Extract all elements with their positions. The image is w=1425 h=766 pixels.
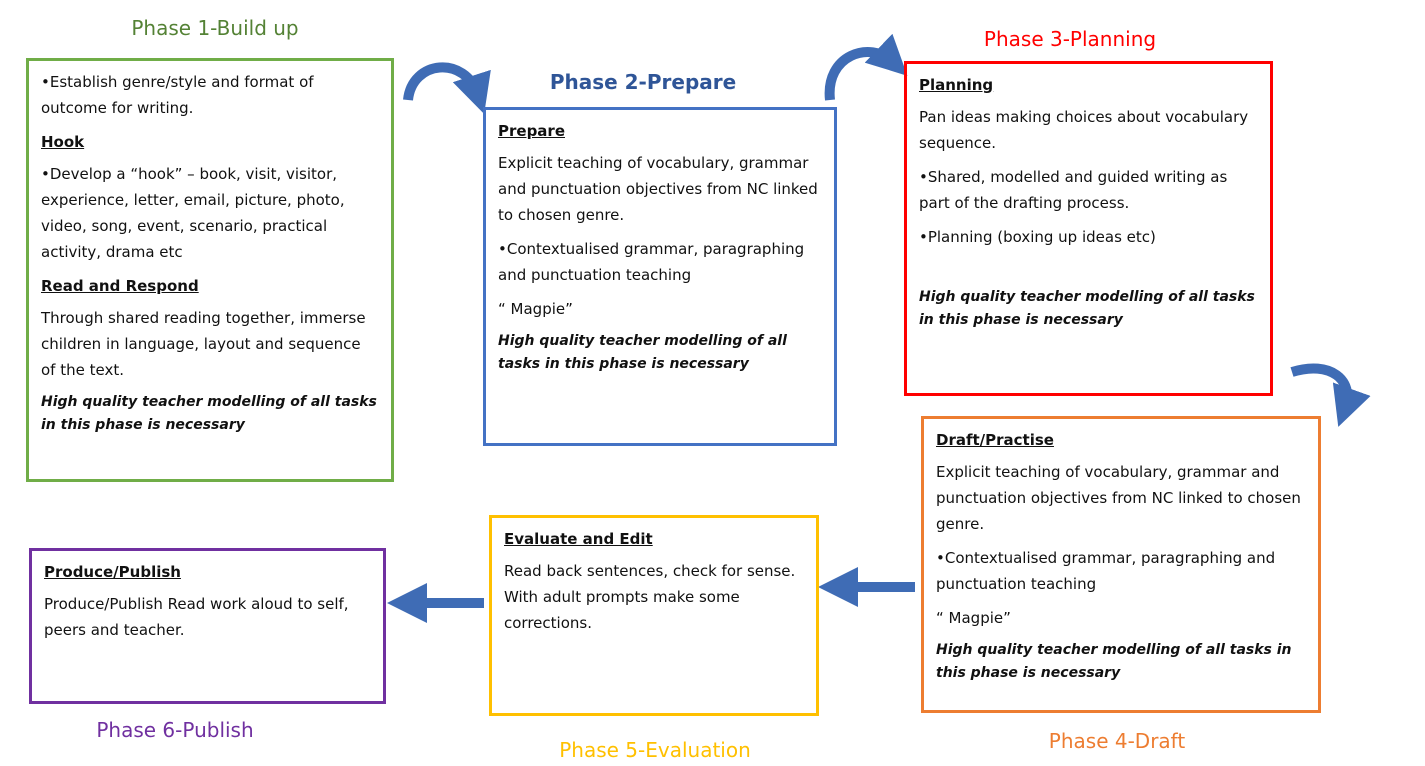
curved-arrow-2-to-3 xyxy=(824,33,908,101)
note: High quality teacher modelling of all ta… xyxy=(498,333,787,372)
text: Explicit teaching of vocabulary, grammar… xyxy=(936,463,1301,533)
text: •Contextualised grammar, paragraphing an… xyxy=(498,240,805,284)
phase-1-box: •Establish genre/style and format of out… xyxy=(26,58,394,482)
heading-evaluate: Evaluate and Edit xyxy=(504,530,653,548)
phase-2-box: Prepare Explicit teaching of vocabulary,… xyxy=(483,107,837,446)
note: High quality teacher modelling of all ta… xyxy=(936,642,1292,681)
text: Read back sentences, check for sense. Wi… xyxy=(504,562,796,632)
note: High quality teacher modelling of all ta… xyxy=(41,394,377,433)
phase-3-title: Phase 3-Planning xyxy=(983,27,1157,51)
text: “ Magpie” xyxy=(498,300,573,318)
phase-6-box: Produce/Publish Produce/Publish Read wor… xyxy=(29,548,386,704)
heading-planning: Planning xyxy=(919,76,994,94)
phase-4-box: Draft/Practise Explicit teaching of voca… xyxy=(921,416,1321,713)
phase-5-title: Phase 5-Evaluation xyxy=(559,738,751,762)
note: High quality teacher modelling of all ta… xyxy=(919,289,1255,328)
phase-2-title: Phase 2-Prepare xyxy=(549,70,737,94)
text: •Shared, modelled and guided writing as … xyxy=(919,168,1228,212)
heading-draft: Draft/Practise xyxy=(936,431,1054,449)
heading-hook: Hook xyxy=(41,133,85,151)
text: •Establish genre/style and format of out… xyxy=(41,73,314,117)
heading-prepare: Prepare xyxy=(498,122,565,140)
curved-arrow-3-to-4 xyxy=(1290,363,1371,427)
phase-1-title: Phase 1-Build up xyxy=(131,16,299,40)
text: Produce/Publish Read work aloud to self,… xyxy=(44,595,349,639)
text: •Develop a “hook” – book, visit, visitor… xyxy=(41,165,345,261)
heading-read-respond: Read and Respond xyxy=(41,277,199,295)
text: Through shared reading together, immerse… xyxy=(41,309,366,379)
curved-arrow-1-to-2 xyxy=(403,62,491,115)
text: •Contextualised grammar, paragraphing an… xyxy=(936,549,1276,593)
phase-4-title: Phase 4-Draft xyxy=(1048,729,1186,753)
phase-3-box: Planning Pan ideas making choices about … xyxy=(904,61,1273,396)
phase-5-box: Evaluate and Edit Read back sentences, c… xyxy=(489,515,819,716)
text: Pan ideas making choices about vocabular… xyxy=(919,108,1249,152)
phase-6-title: Phase 6-Publish xyxy=(96,718,254,742)
text: Explicit teaching of vocabulary, grammar… xyxy=(498,154,818,224)
text: “ Magpie” xyxy=(936,609,1011,627)
text: •Planning (boxing up ideas etc) xyxy=(919,228,1156,246)
heading-publish: Produce/Publish xyxy=(44,563,181,581)
